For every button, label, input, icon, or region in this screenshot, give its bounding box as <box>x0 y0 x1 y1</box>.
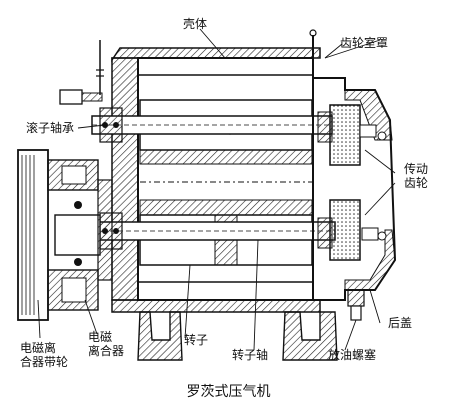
label-drain-plug: 放油螺塞 <box>328 348 377 362</box>
label-housing: 壳体 <box>183 17 208 31</box>
upper-rotor-shaft <box>91 115 333 135</box>
drive-gears <box>317 104 387 261</box>
label-rotor-shaft: 转子轴 <box>232 348 269 362</box>
label-clutch-pulley-line1: 电磁离 <box>20 341 57 355</box>
drain-plug-drawing <box>347 289 365 321</box>
label-clutch-pulley-line2: 合器带轮 <box>20 355 69 369</box>
label-clutch-pulley: 电磁离 合器带轮 <box>20 341 68 369</box>
label-roller-bearing: 滚子轴承 <box>26 121 75 135</box>
label-drive-gear-line1: 传动 <box>404 162 429 176</box>
label-clutch: 电磁 离合器 <box>88 330 124 358</box>
clutch-pulley <box>17 149 113 321</box>
oil-fitting <box>59 40 104 105</box>
label-rear-cover: 后盖 <box>388 316 413 330</box>
diagram-caption: 罗茨式压气机 <box>186 384 271 400</box>
label-clutch-line1: 电磁 <box>88 330 113 344</box>
mounting-feet <box>137 311 338 361</box>
label-gear-cover: 齿轮室罩 <box>340 36 389 50</box>
label-drive-gear: 传动 齿轮 <box>404 162 428 190</box>
leader-lines <box>37 28 396 351</box>
label-clutch-line2: 离合器 <box>88 344 125 358</box>
housing-shell <box>111 47 321 313</box>
label-rotor: 转子 <box>184 333 209 347</box>
label-drive-gear-line2: 齿轮 <box>404 176 429 190</box>
